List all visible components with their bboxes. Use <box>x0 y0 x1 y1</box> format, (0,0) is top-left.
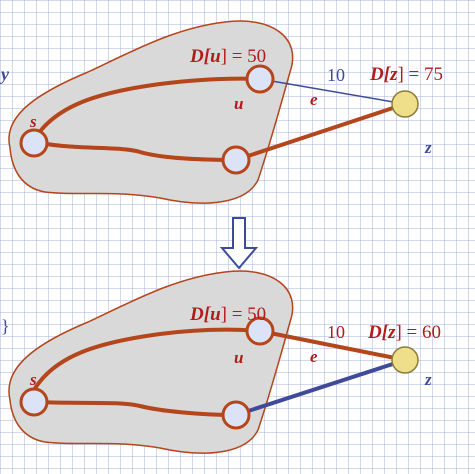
top-path-s-u <box>32 76 261 142</box>
bottom-path-s-w <box>39 400 237 417</box>
top-path-w-z <box>235 102 406 162</box>
top-edge-e <box>259 78 406 105</box>
bottom-edge-weight: 10 <box>327 322 345 342</box>
bottom-node-s <box>19 387 49 417</box>
bottom-cloud-region <box>8 270 294 454</box>
bottom-dz-label: D[z] = 60 <box>367 322 441 343</box>
bottom-node-w <box>221 400 251 430</box>
top-node-u <box>245 64 275 94</box>
top-node-z-label: z <box>424 138 432 157</box>
down-arrow-icon <box>219 217 259 270</box>
bottom-edge-e <box>259 329 406 362</box>
top-node-z <box>391 90 419 118</box>
bottom-node-u <box>245 316 275 346</box>
bottom-path-s-u <box>32 327 261 392</box>
bottom-node-u-label: u <box>234 348 243 367</box>
top-diagram: D[u] = 50 D[z] = 75 10 e s u z <box>8 20 443 204</box>
top-edge-weight: 10 <box>327 65 345 85</box>
bottom-node-s-label: s <box>29 370 37 389</box>
top-node-w <box>221 145 251 175</box>
top-cloud-region <box>8 20 294 204</box>
bottom-edge-w-z <box>235 358 406 417</box>
top-edge-name: e <box>310 90 318 109</box>
bottom-edge-name: e <box>310 347 318 366</box>
top-node-s <box>19 128 49 158</box>
top-du-label: D[u] = 50 <box>189 46 266 67</box>
left-fragment-top: y <box>0 64 10 84</box>
top-dz-label: D[z] = 75 <box>369 64 443 85</box>
top-node-s-label: s <box>29 112 37 131</box>
bottom-diagram: D[u] = 50 D[z] = 60 10 e s u z <box>8 270 441 454</box>
bottom-node-z-label: z <box>424 370 432 389</box>
top-path-s-w <box>39 141 237 162</box>
bottom-node-z <box>391 346 419 374</box>
bottom-du-label: D[u] = 50 <box>189 304 266 325</box>
top-node-u-label: u <box>234 94 243 113</box>
left-fragment-bottom: } <box>1 316 10 336</box>
